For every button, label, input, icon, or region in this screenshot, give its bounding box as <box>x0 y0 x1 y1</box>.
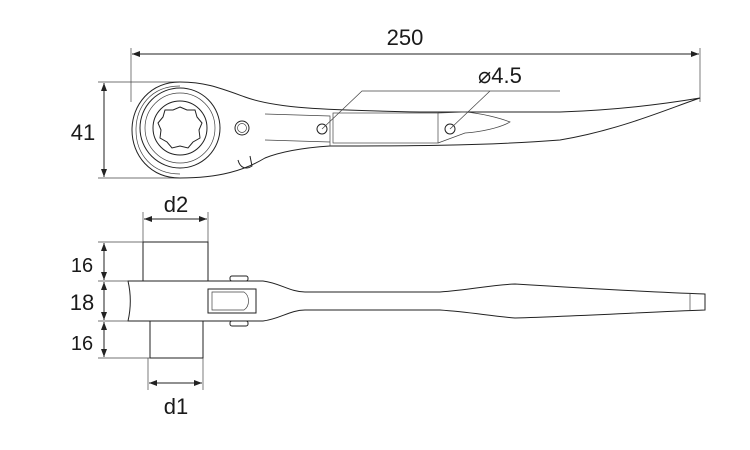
length-dimension: 250 <box>130 25 701 102</box>
wrench-top-outline <box>131 81 701 179</box>
head-height-dimension: 41 <box>71 81 180 179</box>
side-view: d2 16 18 16 d1 <box>70 192 706 419</box>
d1-dimension: d1 <box>147 358 204 419</box>
bottom-socket-label: 16 <box>71 333 93 355</box>
bottom-socket <box>149 320 204 359</box>
top-socket <box>142 241 209 282</box>
wrench-side-outline <box>127 280 706 322</box>
thickness-dimensions: 16 18 16 <box>70 241 150 359</box>
top-view: 250 41 ⌀4.5 <box>71 25 701 179</box>
d2-label: d2 <box>164 192 188 217</box>
top-socket-label: 16 <box>71 255 93 277</box>
body-thickness-label: 18 <box>70 290 94 315</box>
head-height-label: 41 <box>71 120 95 145</box>
hole-diameter-label: ⌀4.5 <box>478 63 522 88</box>
pawl-slot <box>207 288 257 314</box>
pawl-button-icon <box>234 120 250 136</box>
rivet-hole-1 <box>316 123 328 135</box>
d1-label: d1 <box>164 394 188 419</box>
length-label: 250 <box>387 25 424 50</box>
hole-diameter-callout: ⌀4.5 <box>321 63 560 130</box>
rivet-hole-2 <box>444 123 456 135</box>
d2-dimension: d2 <box>142 192 209 242</box>
twelve-point-socket-icon <box>157 106 203 149</box>
